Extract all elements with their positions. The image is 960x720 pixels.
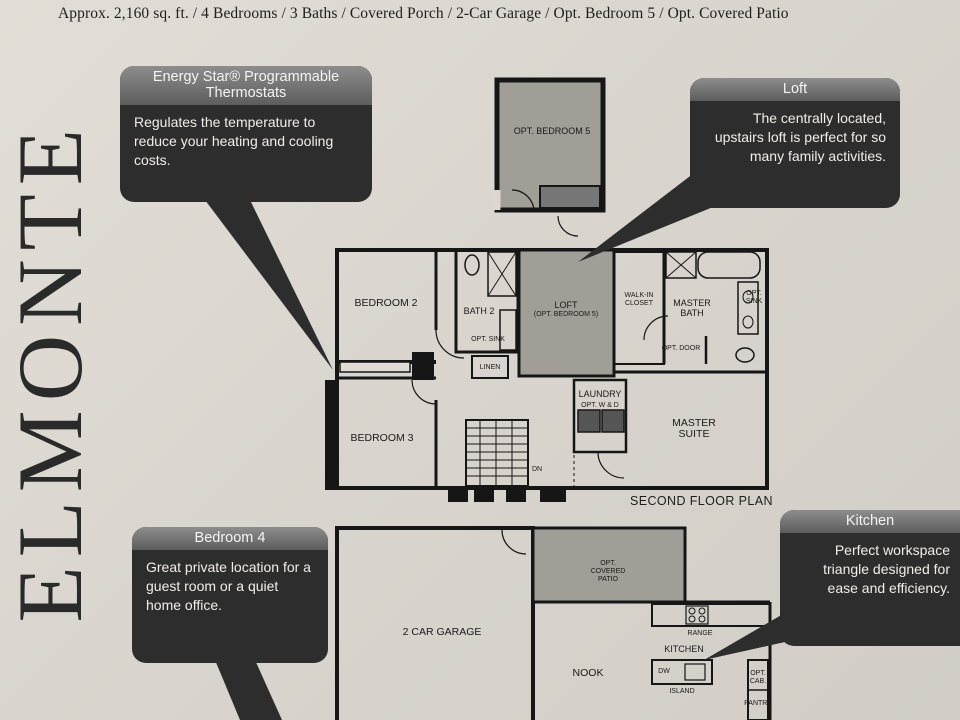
nook-label: NOOK	[572, 667, 604, 679]
range-label: RANGE	[687, 630, 713, 637]
bath2-opt-sink-label: OPT. SINK	[471, 336, 505, 343]
kitchen-callout: Kitchen Perfect workspace triangle desig…	[780, 510, 960, 646]
second-floor-plan-title: SECOND FLOOR PLAN	[630, 494, 773, 508]
walkin-closet-label: WALK-IN CLOSET	[624, 292, 654, 307]
linen-label: LINEN	[479, 364, 501, 371]
pantry-label: PANTRY	[744, 700, 772, 707]
loft-callout: Loft The centrally located, upstairs lof…	[690, 78, 900, 208]
plan-summary: Approx. 2,160 sq. ft. / 4 Bedrooms / 3 B…	[58, 5, 789, 22]
loft-label: LOFT	[554, 300, 578, 310]
laundry-label: LAUNDRY	[578, 389, 622, 399]
bedroom4-pointer	[215, 660, 282, 720]
bedroom4-callout: Bedroom 4 Great private location for a g…	[132, 527, 328, 663]
loft-callout-body: The centrally located, upstairs loft is …	[714, 110, 886, 164]
thermostat-callout-body: Regulates the temperature to reduce your…	[134, 114, 334, 168]
kitchen-callout-title: Kitchen	[780, 510, 960, 533]
opt-bedroom5-label: OPT. BEDROOM 5	[513, 126, 591, 136]
bedroom4-callout-title: Bedroom 4	[132, 527, 328, 550]
thermostat-callout: Energy Star® Programmable Thermostats Re…	[120, 66, 372, 202]
master-bath-label: MASTER BATH	[673, 298, 711, 318]
bedroom3-label: BEDROOM 3	[350, 432, 414, 444]
thermostat-pointer	[205, 200, 333, 370]
opt-cab-label: OPT. CAB.	[749, 670, 767, 685]
loft-callout-title: Loft	[690, 78, 900, 101]
master-opt-sink-label: OPT. SINK	[745, 290, 763, 305]
bedroom4-callout-body: Great private location for a guest room …	[146, 559, 311, 613]
loft-pointer	[578, 170, 718, 262]
thermostat-callout-title: Energy Star® Programmable Thermostats	[120, 66, 372, 105]
kitchen-pointer	[704, 610, 794, 660]
opt-door-label: OPT. DOOR	[661, 345, 701, 352]
opt-wd-label: OPT. W & D	[581, 402, 619, 409]
stair-down-label: DN	[531, 466, 543, 473]
bedroom2-label: BEDROOM 2	[354, 297, 418, 309]
garage-room	[335, 526, 535, 720]
kitchen-label: KITCHEN	[664, 644, 704, 654]
island-label: ISLAND	[669, 688, 695, 695]
master-suite-label: MASTER SUITE	[672, 417, 716, 440]
garage-label: 2 CAR GARAGE	[402, 626, 482, 638]
dishwasher-label: DW	[658, 668, 670, 675]
bath2-label: BATH 2	[463, 306, 495, 316]
opt-covered-patio-label: OPT. COVERED PATIO	[590, 560, 626, 583]
kitchen-callout-body: Perfect workspace triangle designed for …	[823, 542, 950, 596]
loft-sub-label: (OPT. BEDROOM 5)	[533, 311, 599, 318]
opt-covered-patio-area	[531, 526, 687, 604]
